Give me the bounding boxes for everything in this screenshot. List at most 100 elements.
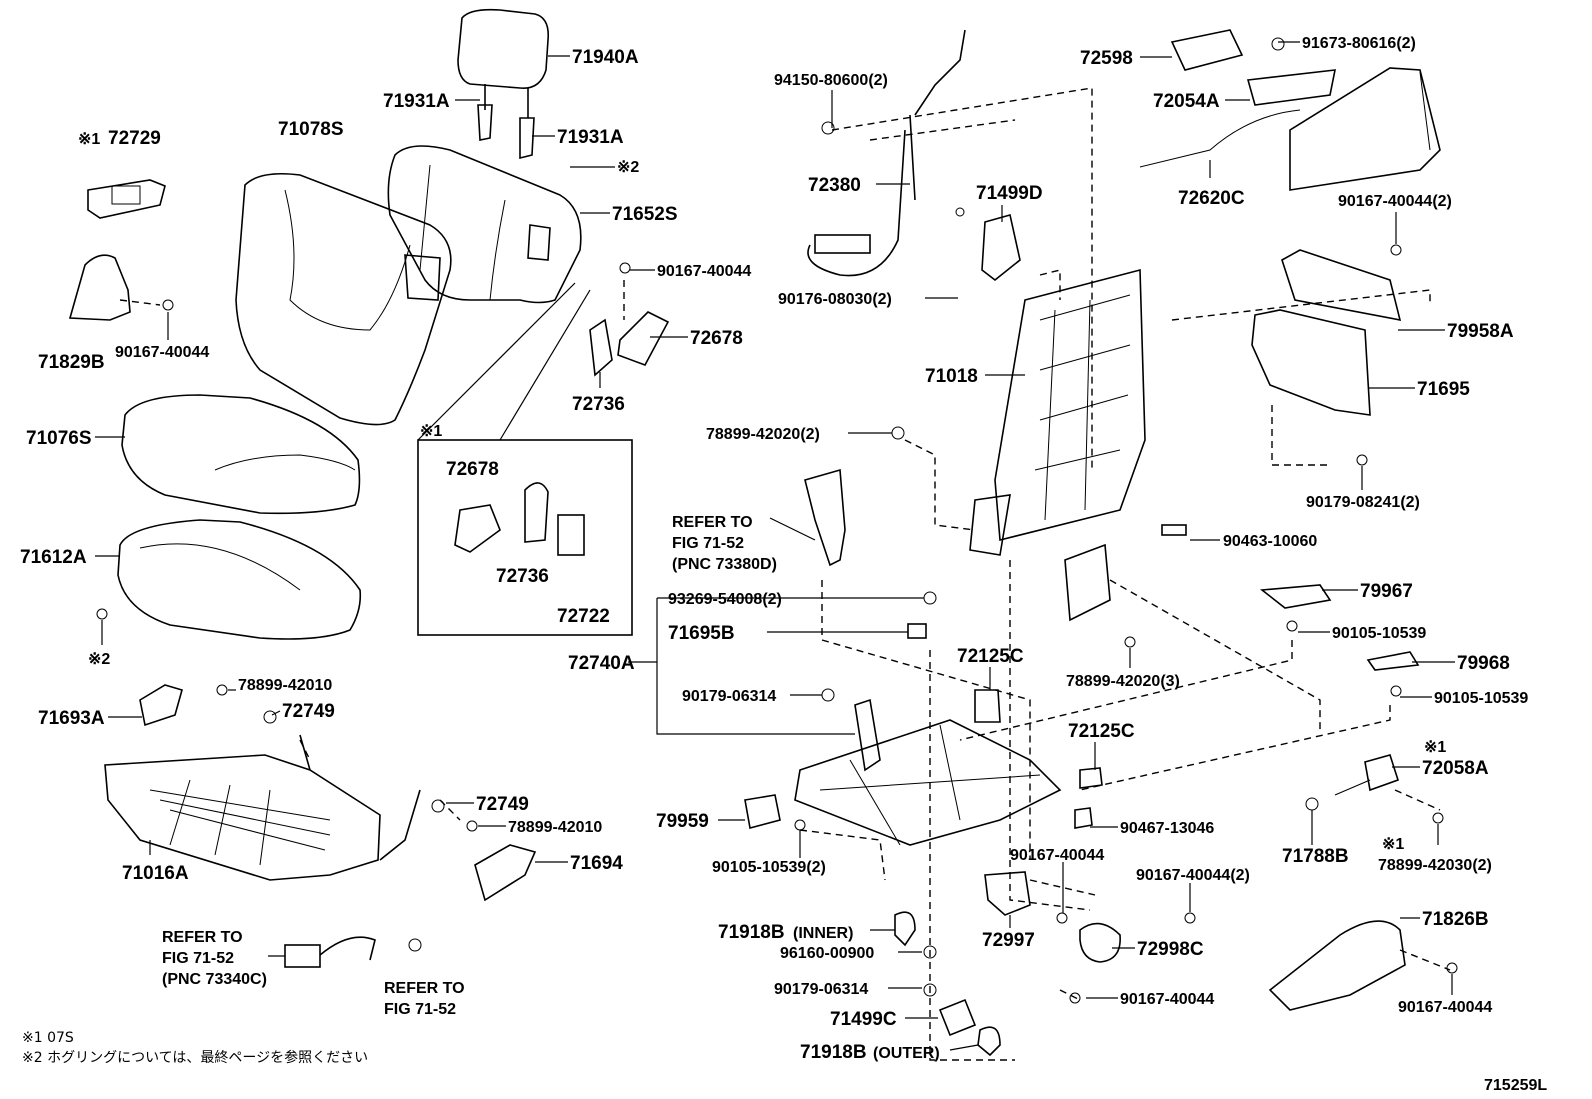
label-91673-80616: 91673-80616(2) xyxy=(1302,35,1416,52)
part-labels: 71940A 71931A 71931A ※1 72729 71078S ※2 … xyxy=(20,35,1528,1063)
label-72125C-2: 72125C xyxy=(1068,721,1135,742)
label-72736-b: 72736 xyxy=(496,566,549,587)
belt-anchor-drawing xyxy=(804,468,846,567)
recliner-lever-drawing xyxy=(1305,754,1444,824)
seat-cushion-pad-drawing xyxy=(96,519,362,640)
label-79958A: 79958A xyxy=(1447,321,1514,342)
label-refer2-line2: FIG 71-52 xyxy=(384,1001,456,1018)
label-71826B: 71826B xyxy=(1422,909,1489,930)
label-71829B: 71829B xyxy=(38,352,105,373)
label-refer1-line3: (PNC 73340C) xyxy=(162,971,267,988)
label-93269-54008: 93269-54008(2) xyxy=(668,591,782,608)
label-71788B: 71788B xyxy=(1282,846,1349,867)
label-71016A: 71016A xyxy=(122,863,189,884)
small-brackets-drawing xyxy=(139,684,537,902)
label-78899-42030: 78899-42030(2) xyxy=(1378,857,1492,874)
label-71499D: 71499D xyxy=(976,183,1043,204)
seat-frame-71016A-drawing xyxy=(104,734,421,881)
label-72729: 72729 xyxy=(108,128,161,149)
label-78899-42010-a: 78899-42010 xyxy=(238,677,332,694)
release-handle-drawing xyxy=(1139,29,1441,191)
side-cover-drawing xyxy=(589,262,670,377)
label-72620C: 72620C xyxy=(1178,188,1245,209)
label-90179-06314-b: 90179-06314 xyxy=(774,981,868,998)
label-71931A-2: 71931A xyxy=(557,127,624,148)
label-refer1-line2: FIG 71-52 xyxy=(162,950,234,967)
label-90467-13046: 90467-13046 xyxy=(1120,820,1214,837)
label-79959: 79959 xyxy=(656,811,709,832)
label-71695B: 71695B xyxy=(668,623,735,644)
seat-cushion-cover-drawing xyxy=(121,394,361,515)
back-board-drawing xyxy=(1251,244,1402,466)
seatback-frame-71018-drawing xyxy=(969,268,1146,622)
label-inner-tag: (INNER) xyxy=(793,925,853,942)
label-90179-08241: 90179-08241(2) xyxy=(1306,494,1420,511)
label-72678-a: 72678 xyxy=(690,328,743,349)
footnotes: ※1 07S ※2 ホグリングについては、最終ページを参照ください 715259… xyxy=(22,1030,1547,1094)
label-71612A: 71612A xyxy=(20,547,87,568)
inset-box xyxy=(417,282,633,636)
label-72749-b: 72749 xyxy=(476,794,529,815)
label-71918B-outer: 71918B xyxy=(800,1042,867,1063)
label-72058A: 72058A xyxy=(1422,758,1489,779)
assembly-dashed-lines xyxy=(119,87,1451,1061)
label-72729-mark: ※1 xyxy=(78,131,100,148)
label-refer3-line3: (PNC 73380D) xyxy=(672,556,777,573)
label-78899-42010-b: 78899-42010 xyxy=(508,819,602,836)
hinge-cover-71829B-drawing xyxy=(68,254,174,321)
lower-covers-drawing xyxy=(894,871,1458,1057)
label-72736-a: 72736 xyxy=(572,394,625,415)
label-71652S: 71652S xyxy=(612,204,678,225)
leader-lines xyxy=(95,41,1455,1051)
cable-72380-drawing xyxy=(807,29,966,277)
label-72125C-1: 72125C xyxy=(957,646,1024,667)
label-90167-40044-2a: 90167-40044(2) xyxy=(1338,193,1452,210)
hardware-drawing xyxy=(821,426,1420,702)
label-90167-40044-d: 90167-40044 xyxy=(1120,991,1214,1008)
label-90167-40044-2b: 90167-40044(2) xyxy=(1136,867,1250,884)
label-71499C: 71499C xyxy=(830,1009,897,1030)
label-71931A-1: 71931A xyxy=(383,91,450,112)
label-96160-00900: 96160-00900 xyxy=(780,945,874,962)
label-71918B-inner: 71918B xyxy=(718,922,785,943)
bracket-72729-drawing xyxy=(87,179,166,219)
label-outer-tag: (OUTER) xyxy=(873,1045,940,1062)
label-71018: 71018 xyxy=(925,366,978,387)
label-78899-42020-3: 78899-42020(3) xyxy=(1066,673,1180,690)
label-72749-a: 72749 xyxy=(282,701,335,722)
label-72058A-mark: ※1 xyxy=(1424,739,1446,756)
label-72740A: 72740A xyxy=(568,653,635,674)
label-72998C: 72998C xyxy=(1137,939,1204,960)
label-71694: 71694 xyxy=(570,853,623,874)
label-90176-08030: 90176-08030(2) xyxy=(778,291,892,308)
label-90167-40044-e: 90167-40044 xyxy=(1398,999,1492,1016)
label-mark2-top: ※2 xyxy=(617,159,639,176)
label-71076S: 71076S xyxy=(26,428,92,449)
footnote-2: ※2 ホグリングについては、最終ページを参照ください xyxy=(22,1049,368,1066)
label-72598: 72598 xyxy=(1080,48,1133,69)
label-78899-mark: ※1 xyxy=(1382,836,1404,853)
label-90463-10060: 90463-10060 xyxy=(1223,533,1317,550)
seat-adjuster-drawing xyxy=(744,689,1103,846)
label-71078S: 71078S xyxy=(278,119,344,140)
label-90105-10539-a: 90105-10539 xyxy=(1332,625,1426,642)
footnote-1: ※1 07S xyxy=(22,1030,74,1046)
headrest-drawing xyxy=(457,8,550,160)
label-72380: 72380 xyxy=(808,175,861,196)
label-71695: 71695 xyxy=(1417,379,1470,400)
label-90167-40044-a: 90167-40044 xyxy=(657,263,751,280)
label-72678-b: 72678 xyxy=(446,459,499,480)
label-71940A: 71940A xyxy=(572,47,639,68)
label-inset-mark: ※1 xyxy=(420,423,442,440)
label-90105-10539-b: 90105-10539 xyxy=(1434,690,1528,707)
label-refer3-line1: REFER TO xyxy=(672,514,753,531)
label-refer1-line1: REFER TO xyxy=(162,929,243,946)
seatback-cover-drawing xyxy=(235,172,452,426)
label-72997: 72997 xyxy=(982,930,1035,951)
label-mark2-bottom: ※2 xyxy=(88,651,110,668)
lock-71499D-drawing xyxy=(981,214,1021,282)
diagram-id: 715259L xyxy=(1484,1077,1547,1094)
seatback-pad-drawing xyxy=(387,145,582,304)
label-refer2-line1: REFER TO xyxy=(384,980,465,997)
